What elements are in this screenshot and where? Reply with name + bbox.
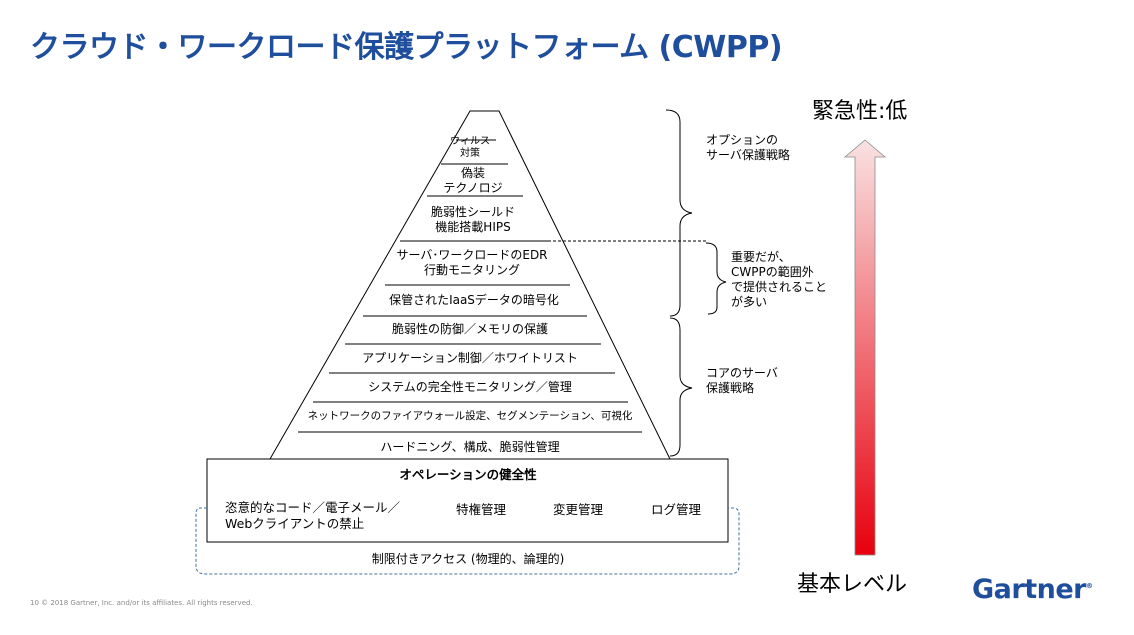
pyramid-app-control: アプリケーション制御／ホワイトリスト [362,351,578,365]
ops-item-log-mgmt: ログ管理 [651,502,702,517]
pyramid-hardening: ハードニング、構成、脆弱性管理 [380,440,560,454]
pyramid-hips: 脆弱性シールド機能搭載HIPS [430,205,516,234]
urgency-arrow [843,139,887,556]
label-optional-strategy: オプションのサーバ保護戦略 [706,133,790,162]
ops-item-code-restriction: 恣意的なコード／電子メール／Webクライアントの禁止 [225,500,401,531]
brace-core [669,317,693,457]
pyramid-integrity-monitoring: システムの完全性モニタリング／管理 [368,380,572,394]
pyramid-network-segmentation: ネットワークのファイアウォール設定、セグメンテーション、可視化 [307,410,633,422]
operations-box [206,458,729,543]
physical-dashed-box [195,507,740,575]
pyramid-antivirus: ウィルス対策 [450,136,490,159]
ops-item-change-mgmt: 変更管理 [553,502,604,517]
gartner-logo: Gartner® [972,574,1093,605]
pyramid-exploit-prevention: 脆弱性の防御／メモリの保護 [391,322,549,336]
operations-title: オペレーションの健全性 [399,467,537,482]
baseline-level-label: 基本レベル [797,572,908,597]
pyramid-encryption: 保管されたIaaSデータの暗号化 [389,293,559,307]
physical-access-label: 制限付きアクセス (物理的、論理的) [371,552,565,566]
brace-optional [665,109,693,317]
label-outside-cwpp: 重要だが、CWPPの範囲外 で提供されることが多い [731,250,828,309]
page-title: クラウド・ワークロード保護プラットフォーム (CWPP) [30,30,783,65]
ops-item-privilege-mgmt: 特権管理 [456,502,507,517]
urgency-low-label: 緊急性:低 [812,99,908,124]
brace-important [705,242,727,315]
pyramid-deception: 偽装テクノロジ [443,166,503,195]
label-core-strategy: コアのサーバ保護戦略 [706,366,778,395]
copyright-footer: 10 © 2018 Gartner, Inc. and/or its affil… [30,599,253,607]
